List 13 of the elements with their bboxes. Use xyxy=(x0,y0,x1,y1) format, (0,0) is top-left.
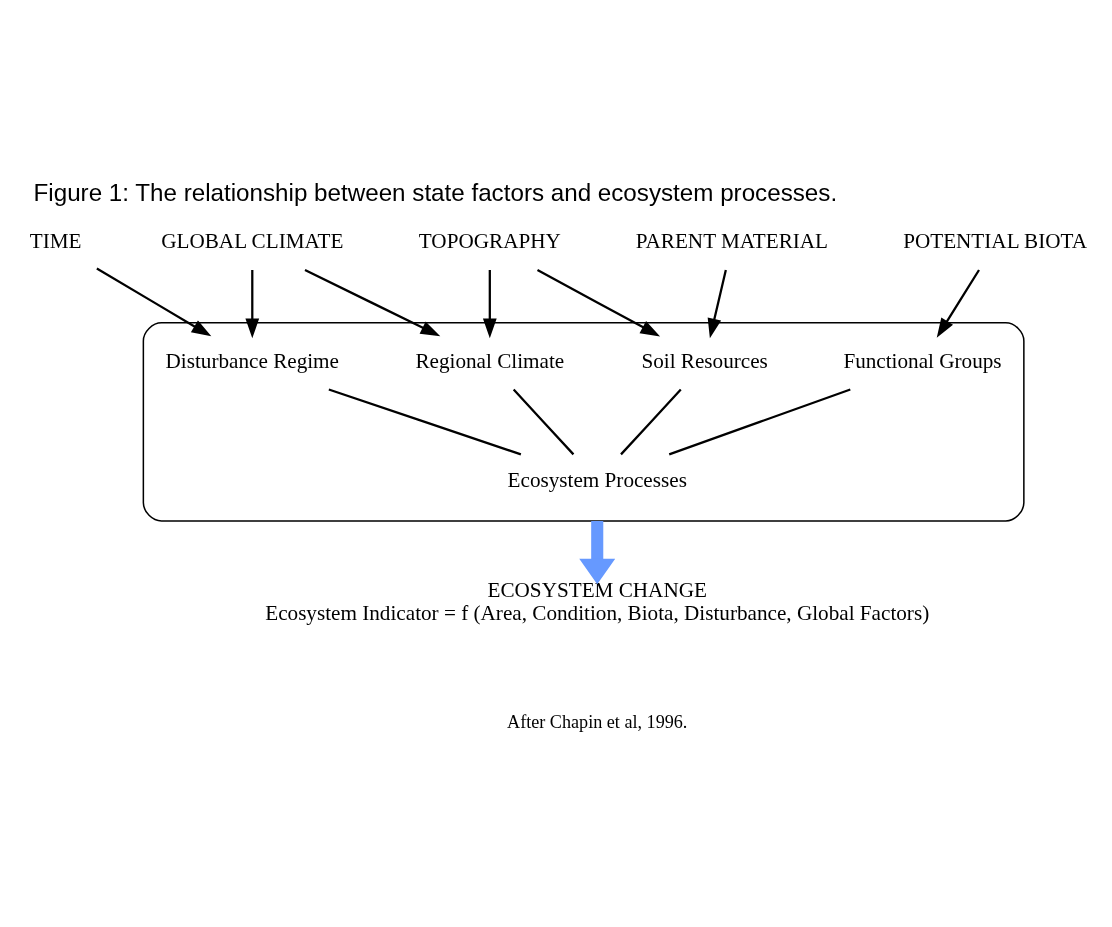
node-text: TIME xyxy=(29,229,82,254)
node-text: ECOSYSTEM CHANGE Ecosystem Indicator = f (Area, Condition, Biota, Disturbance, Global Factors) xyxy=(265,577,930,625)
node-text: Regional Climate xyxy=(415,348,565,373)
label: After Chapin et al, 1996. xyxy=(507,712,688,733)
node-text: GLOBAL CLIMATE xyxy=(161,229,344,254)
node-text: Soil Resources xyxy=(641,348,768,373)
diagram-title: Figure 1: The relationship between state factors and ecosystem processes. xyxy=(33,179,838,207)
node-text: TOPOGRAPHY xyxy=(418,229,561,254)
node-text: Ecosystem Processes xyxy=(507,468,687,493)
node-text: PARENT MATERIAL xyxy=(635,229,829,254)
node-text: POTENTIAL BIOTA xyxy=(903,229,1088,254)
node-text: Disturbance Regime xyxy=(165,348,340,373)
node-text: Functional Groups xyxy=(843,348,1002,373)
